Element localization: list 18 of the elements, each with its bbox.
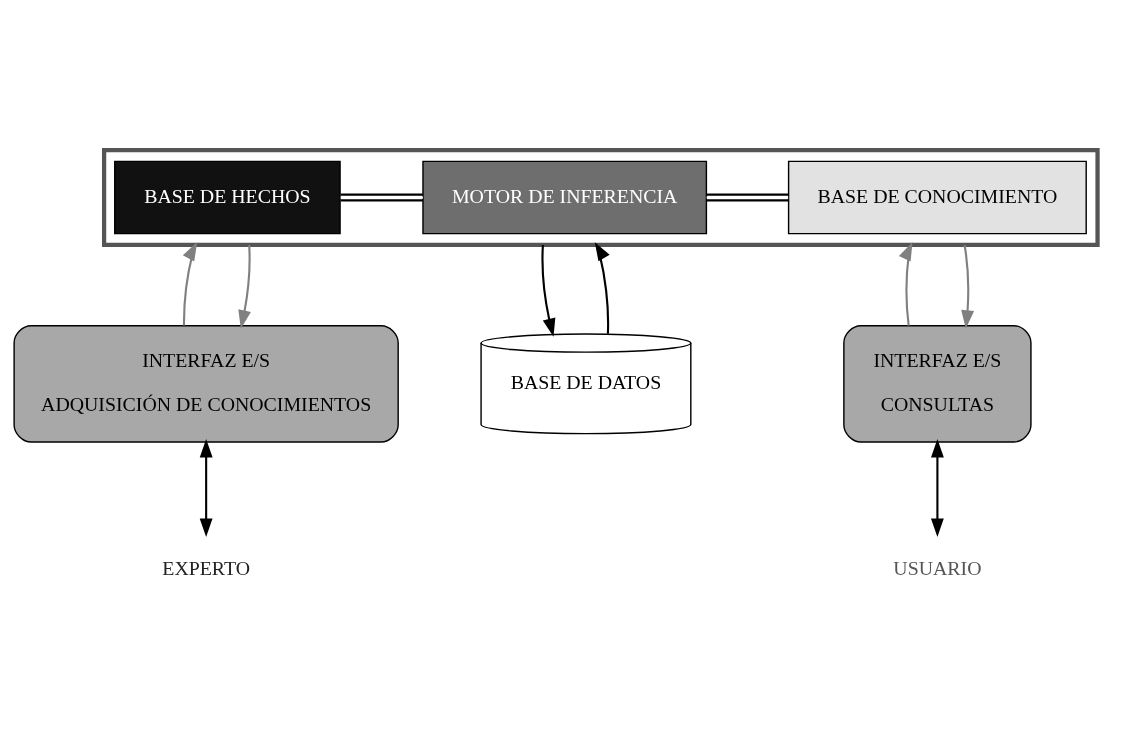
arrow bbox=[898, 241, 913, 326]
arrow bbox=[961, 244, 975, 329]
node-box: MOTOR DE INFERENCIA bbox=[422, 160, 708, 234]
node-box: BASE DE CONOCIMIENTO bbox=[787, 160, 1087, 234]
arrow bbox=[930, 438, 944, 537]
connector bbox=[340, 193, 423, 201]
node-text: USUARIO bbox=[893, 556, 982, 579]
node-box: INTERFAZ E/S ADQUISICIÓN DE CONOCIMIENTOS bbox=[13, 324, 399, 443]
arrow bbox=[541, 244, 556, 337]
cluster bbox=[102, 147, 1100, 247]
node-text: EXPERTO bbox=[162, 556, 250, 579]
node-box: BASE DE HECHOS bbox=[114, 160, 341, 234]
arrow bbox=[238, 244, 251, 329]
connector bbox=[706, 193, 789, 201]
arrow bbox=[182, 241, 198, 326]
arrow bbox=[199, 438, 213, 537]
arrow bbox=[594, 241, 610, 334]
node-box: INTERFAZ E/S CONSULTAS bbox=[843, 324, 1032, 443]
